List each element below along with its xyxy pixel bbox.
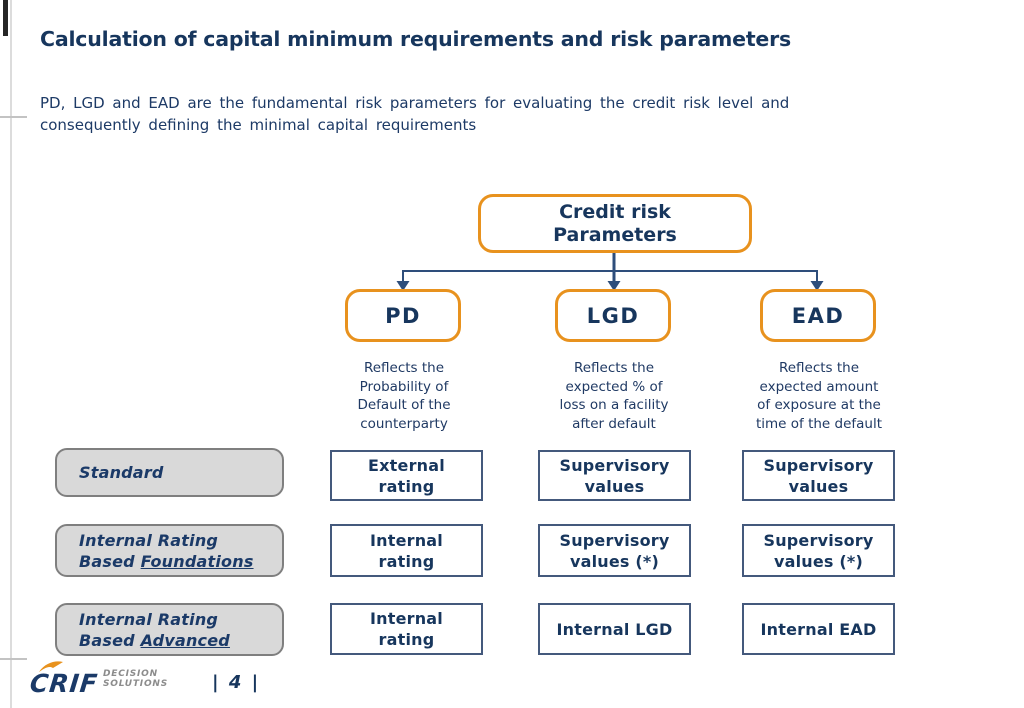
margin-dark-bar: [3, 0, 8, 36]
pd-description: Reflects the Probability of Default of t…: [357, 360, 451, 432]
credit-risk-parameters-box: Credit risk Parameters: [478, 194, 752, 253]
approach-label-standard: Standard: [55, 448, 284, 497]
logo-wordmark: CRIF: [28, 669, 100, 698]
matrix-cell-advanced-ead: Internal EAD: [742, 603, 895, 655]
matrix-cell-standard-pd: External rating: [330, 450, 483, 501]
lgd-description: Reflects the expected % of loss on a fac…: [559, 360, 669, 432]
matrix-cell-foundations-ead: Supervisory values (*): [742, 524, 895, 577]
matrix-cell-foundations-lgd: Supervisory values (*): [538, 524, 691, 577]
matrix-cell-standard-lgd: Supervisory values: [538, 450, 691, 501]
page-number: | 4 |: [212, 672, 261, 693]
matrix-cell-standard-ead: Supervisory values: [742, 450, 895, 501]
matrix-cell-advanced-pd: Internal rating: [330, 603, 483, 655]
approach-label-irb-foundations: Internal Rating Based Foundations: [55, 524, 284, 577]
logo-swoosh-icon: [39, 661, 63, 672]
lgd-box: LGD: [555, 289, 671, 342]
margin-tick: [0, 116, 27, 118]
approach-label-line: Internal Rating: [79, 530, 219, 550]
matrix-cell-foundations-pd: Internal rating: [330, 524, 483, 577]
ead-box: EAD: [760, 289, 876, 342]
matrix-cell-advanced-lgd: Internal LGD: [538, 603, 691, 655]
approach-label-line: Standard: [79, 463, 164, 482]
approach-label-line: Based Foundations: [79, 551, 254, 571]
pd-box: PD: [345, 289, 461, 342]
margin-vertical-line: [10, 0, 12, 708]
approach-label-line: Based Advanced: [79, 630, 230, 650]
ead-description: Reflects the expected amount of exposure…: [755, 360, 883, 432]
margin-tick: [0, 658, 27, 660]
approach-label-line: Internal Rating: [79, 609, 219, 629]
intro-paragraph: PD, LGD and EAD are the fundamental risk…: [40, 94, 790, 134]
slide-title: Calculation of capital minimum requireme…: [40, 27, 792, 51]
approach-label-irb-advanced: Internal Rating Based Advanced: [55, 603, 284, 656]
